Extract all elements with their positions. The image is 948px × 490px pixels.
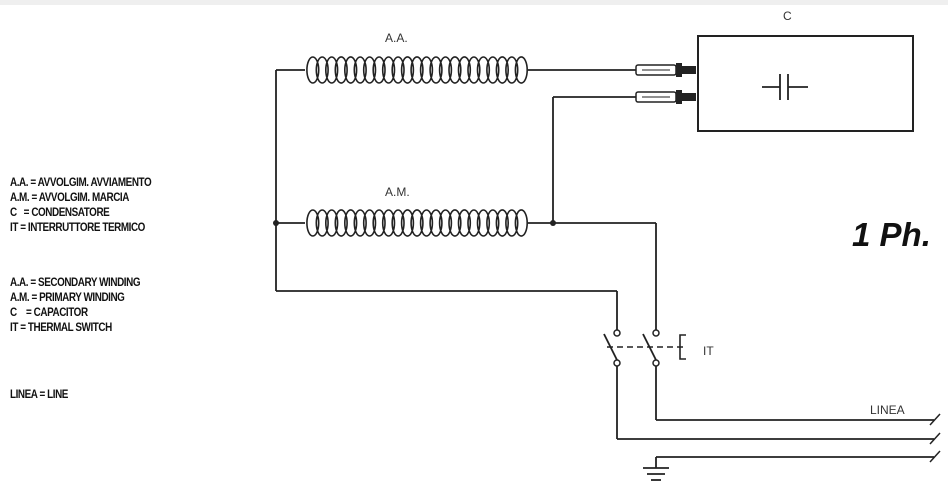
thermal-switch-icon: [603, 329, 686, 367]
junction-left: [273, 220, 279, 226]
starting-winding-coil-icon: [276, 56, 636, 84]
capacitor-connectors: [635, 63, 696, 104]
starting-winding-label: A.A.: [385, 31, 408, 45]
junction-right: [550, 220, 556, 226]
line-terminals: [929, 413, 941, 463]
legend-italian-line: A.A. = AVVOLGIM. AVVIAMENTO: [10, 177, 152, 189]
line-label: LINEA: [870, 403, 905, 417]
ground-icon: [643, 457, 669, 481]
legend-line: LINEA = LINE: [10, 389, 68, 401]
main-winding-coil-icon: [276, 209, 656, 237]
capacitor-symbol-icon: [762, 74, 808, 100]
top-band: [0, 0, 948, 5]
capacitor-label: C: [783, 9, 792, 23]
legend-italian-line: A.M. = AVVOLGIM. MARCIA: [10, 192, 129, 204]
main-winding-label: A.M.: [385, 185, 410, 199]
thermal-switch-label: IT: [703, 344, 714, 358]
capacitor-box: [697, 35, 914, 132]
legend-italian-line: C = CONDENSATORE: [10, 207, 110, 219]
legend-italian: A.A. = AVVOLGIM. AVVIAMENTO A.M. = AVVOL…: [10, 176, 152, 236]
legend-english: A.A. = SECONDARY WINDING A.M. = PRIMARY …: [10, 276, 141, 336]
legend-italian-line: IT = INTERRUTTORE TERMICO: [10, 222, 145, 234]
legend-english-line: IT = THERMAL SWITCH: [10, 322, 112, 334]
phase-title: 1 Ph.: [852, 216, 931, 253]
legend-english-line: C = CAPACITOR: [10, 307, 88, 319]
legend-english-line: A.A. = SECONDARY WINDING: [10, 277, 141, 289]
legend-english-line: A.M. = PRIMARY WINDING: [10, 292, 125, 304]
